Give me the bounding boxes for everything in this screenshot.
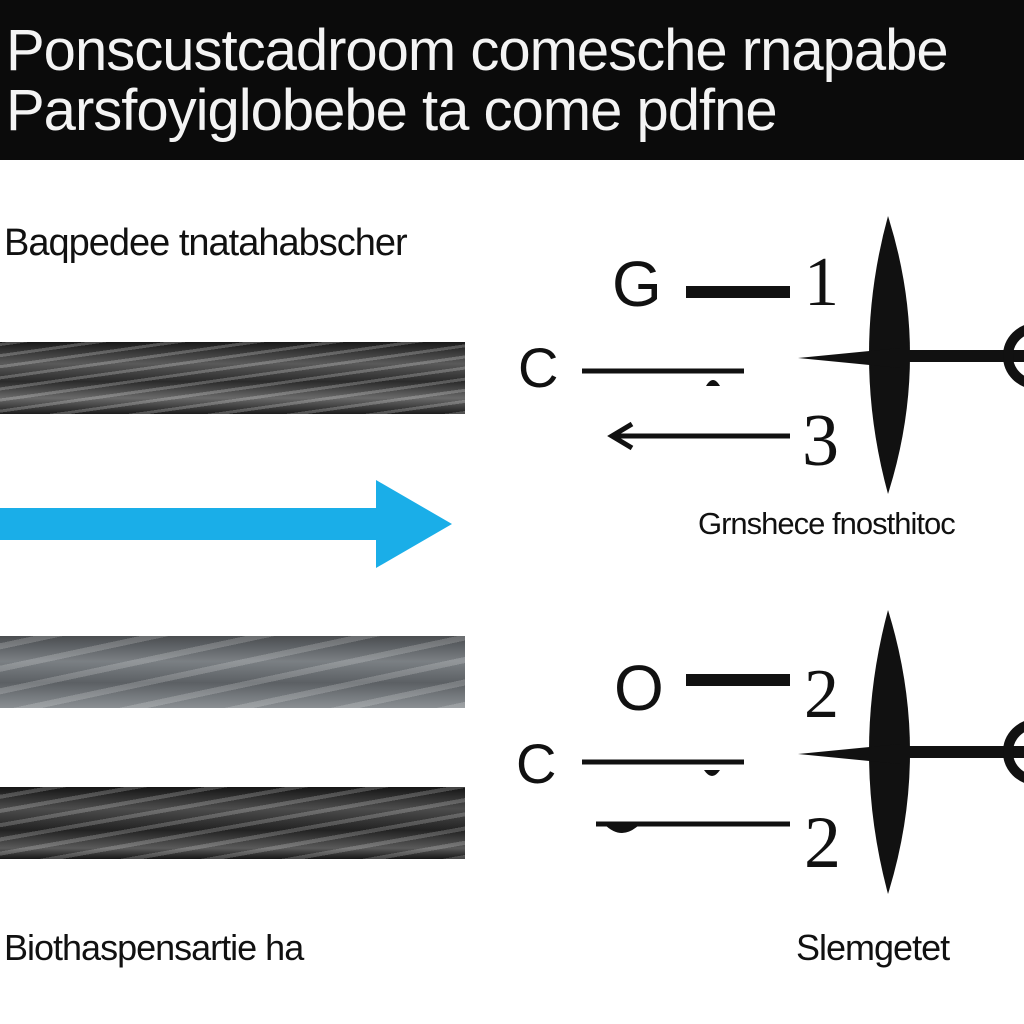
top-arrowhead-icon (607, 421, 634, 451)
top-node-c-label: C (518, 336, 559, 399)
texture-strip-bottom (0, 787, 465, 859)
top-spike-icon (798, 348, 900, 368)
bottom-end-ring-icon (1003, 721, 1024, 783)
top-end-ring-icon (1003, 325, 1024, 387)
title-banner: Ponscustcadroom comesche rnapabe Parsfoy… (0, 0, 1024, 160)
cyan-arrow-icon (0, 480, 452, 568)
bottom-blade-icon (869, 610, 910, 894)
top-number-1: 1 (804, 244, 839, 321)
title-line-2: Parsfoyiglobebe ta come pdfne (6, 78, 778, 143)
cyan-arrow-shape (0, 480, 452, 568)
bottom-node-o-label: O (614, 652, 664, 724)
right-mid-label: Grnshece fnosthitoc (698, 506, 956, 541)
left-top-label: Baqpedee tnatahabscher (4, 222, 408, 264)
top-blade-icon (869, 216, 910, 494)
right-bottom-label: Slemgetet (796, 927, 950, 968)
top-node-g-label: G (612, 248, 662, 320)
top-small-tick-icon (706, 380, 720, 386)
bottom-number-2b: 2 (804, 802, 841, 884)
bottom-node-c-label: C (516, 732, 557, 795)
title-line-1: Ponscustcadroom comesche rnapabe (6, 18, 949, 83)
texture-strip-middle (0, 636, 465, 708)
bottom-number-2a: 2 (804, 656, 839, 733)
texture-strip-top (0, 342, 465, 414)
bottom-small-tick-icon (704, 770, 720, 776)
bottom-notch-icon (604, 824, 640, 833)
left-bottom-label: Biothaspensartie ha (4, 927, 304, 968)
bottom-spike-icon (798, 744, 900, 764)
top-number-3: 3 (802, 400, 839, 482)
